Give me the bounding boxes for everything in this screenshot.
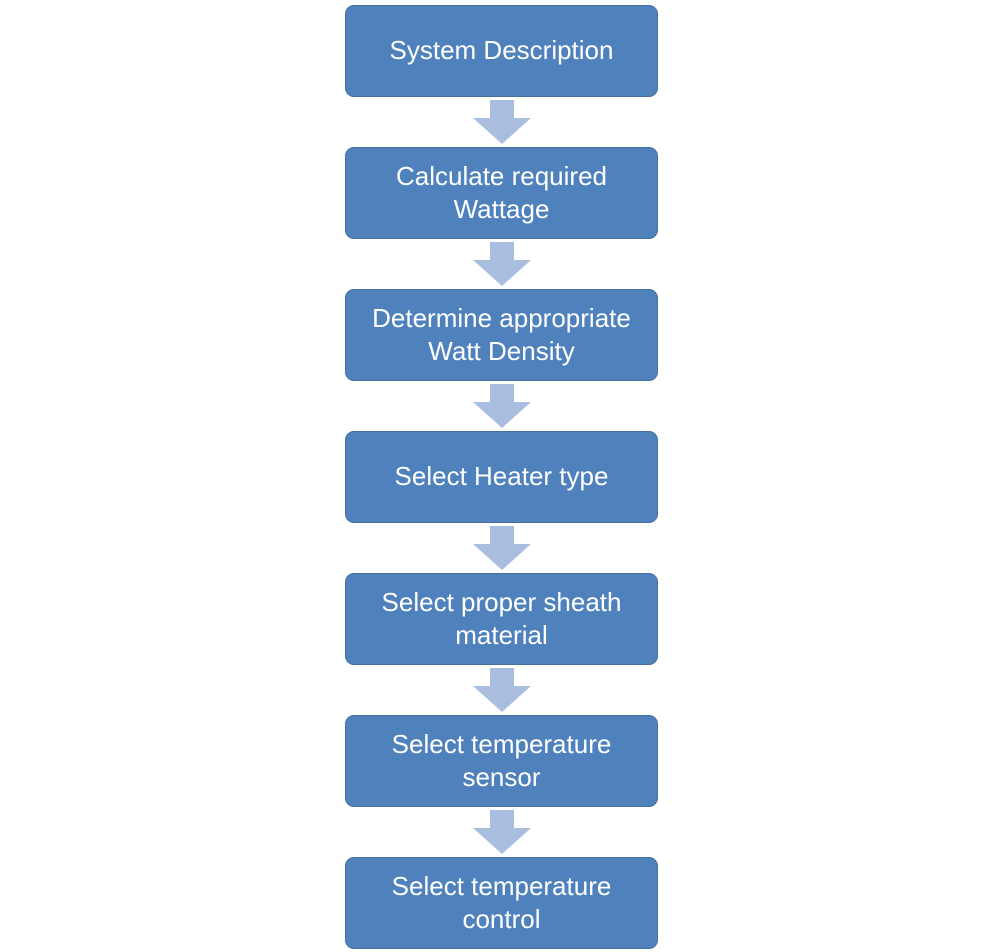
flow-step-2: Calculate required Wattage: [345, 147, 658, 239]
flow-step-label: System Description: [389, 35, 614, 66]
flow-step-label: Select temperature sensor: [391, 728, 612, 792]
flow-step-label: Determine appropriate Watt Density: [372, 302, 631, 366]
flow-step-6: Select temperature sensor: [345, 715, 658, 807]
flow-step-label: Select Heater type: [394, 461, 609, 492]
flow-step-label: Calculate required Wattage: [395, 160, 607, 224]
flow-step-5: Select proper sheath material: [345, 573, 658, 665]
down-arrow-icon: [472, 381, 531, 431]
down-arrow-icon: [472, 665, 531, 715]
flow-step-3: Determine appropriate Watt Density: [345, 289, 658, 381]
down-arrow-icon: [472, 239, 531, 289]
flow-step-7: Select temperature control: [345, 857, 658, 949]
flow-step-label: Select temperature control: [391, 870, 612, 934]
down-arrow-icon: [472, 97, 531, 147]
flow-step-4: Select Heater type: [345, 431, 658, 523]
flow-step-1: System Description: [345, 5, 658, 97]
flow-step-label: Select proper sheath material: [381, 586, 622, 650]
down-arrow-icon: [472, 807, 531, 857]
down-arrow-icon: [472, 523, 531, 573]
